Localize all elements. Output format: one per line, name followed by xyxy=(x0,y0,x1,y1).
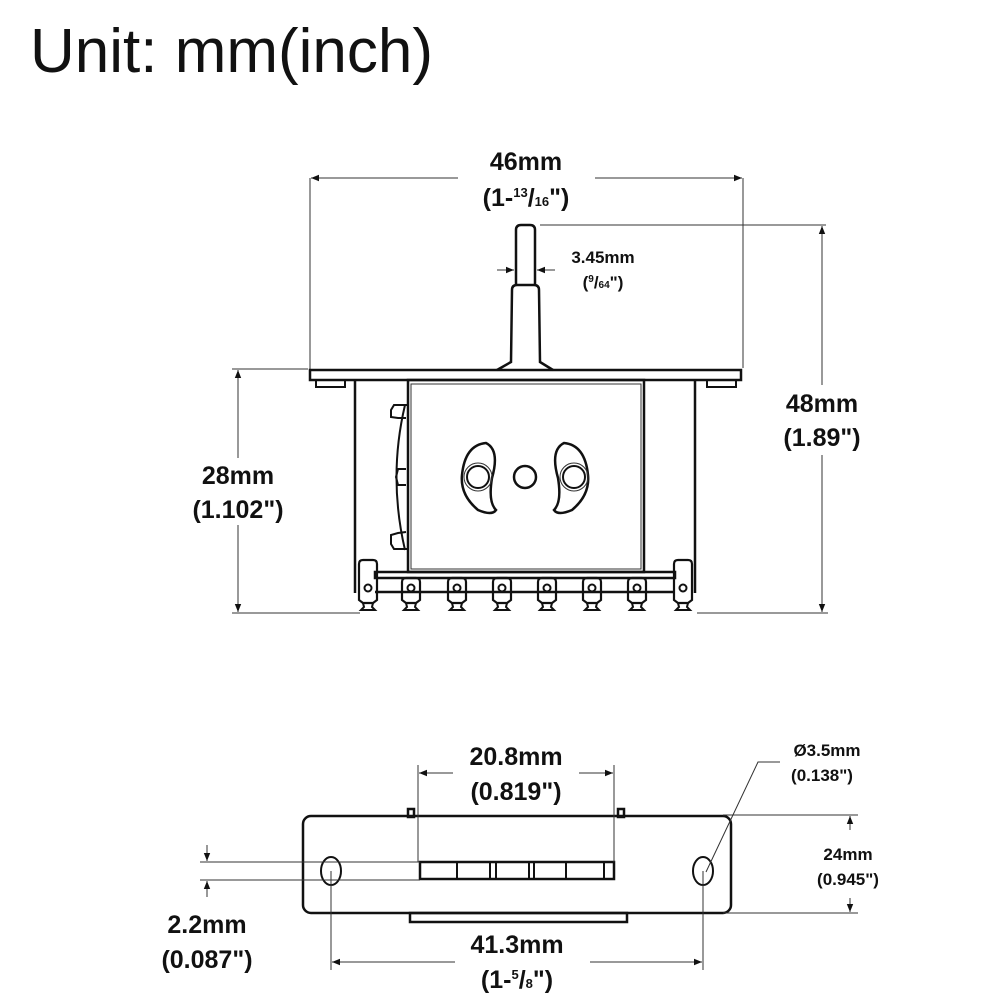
plate-width-mm-label: 24mm xyxy=(823,845,872,864)
slot-length-inch-label: (0.819") xyxy=(470,778,561,806)
terminal-lug xyxy=(491,576,513,611)
hole-diameter-callout: Ø3.5mm (0.138") xyxy=(705,741,861,873)
slot-width-mm-label: 2.2mm xyxy=(167,911,246,939)
terminal-lug xyxy=(446,576,468,611)
lever-inch-label: (9/64") xyxy=(583,273,624,292)
slot-width-inch-label: (0.087") xyxy=(161,946,252,974)
bottom-view: 20.8mm (0.819") Ø3.5mm (0.138") 24mm (0.… xyxy=(161,741,879,994)
hole-spacing-dimension: 41.3mm (1-5/8") xyxy=(330,871,704,994)
body-height-mm-label: 28mm xyxy=(202,462,274,490)
width-inch-label: (1-13/16") xyxy=(483,184,570,212)
slot-length-dimension: 20.8mm (0.819") xyxy=(417,743,615,862)
top-view: 46mm (1-13/16") 3.45mm (9/64") xyxy=(192,148,861,614)
terminal-lug xyxy=(536,576,558,611)
slot-length-mm-label: 20.8mm xyxy=(469,743,562,771)
body-height-inch-label: (1.102") xyxy=(192,496,283,524)
body-height-dimension: 28mm (1.102") xyxy=(192,368,360,614)
slot-width-dimension: 2.2mm (0.087") xyxy=(161,845,420,974)
terminal-lug xyxy=(357,558,379,611)
terminal-lug xyxy=(400,576,422,611)
hole-inch-label: (0.138") xyxy=(791,766,853,785)
lever xyxy=(496,223,554,372)
terminal-lug xyxy=(626,576,648,611)
hole-spacing-mm-label: 41.3mm xyxy=(470,931,563,959)
width-dimension: 46mm (1-13/16") xyxy=(309,148,744,370)
total-height-dimension: 48mm (1.89") xyxy=(697,226,861,614)
terminal-row xyxy=(357,558,694,611)
hole-mm-label: Ø3.5mm xyxy=(793,741,860,760)
total-height-mm-label: 48mm xyxy=(786,390,858,418)
mounting-plate xyxy=(301,807,733,924)
lever-mm-label: 3.45mm xyxy=(571,248,634,267)
plate-width-dimension: 24mm (0.945") xyxy=(723,814,879,914)
width-mm-label: 46mm xyxy=(490,148,562,176)
total-height-inch-label: (1.89") xyxy=(783,424,860,452)
plate-width-inch-label: (0.945") xyxy=(817,870,879,889)
hole-spacing-inch-label: (1-5/8") xyxy=(481,966,553,994)
terminal-lug xyxy=(581,576,603,611)
terminal-lug xyxy=(672,558,694,611)
unit-title: Unit: mm(inch) xyxy=(30,17,433,86)
lever-dimension: 3.45mm (9/64") xyxy=(497,224,826,292)
